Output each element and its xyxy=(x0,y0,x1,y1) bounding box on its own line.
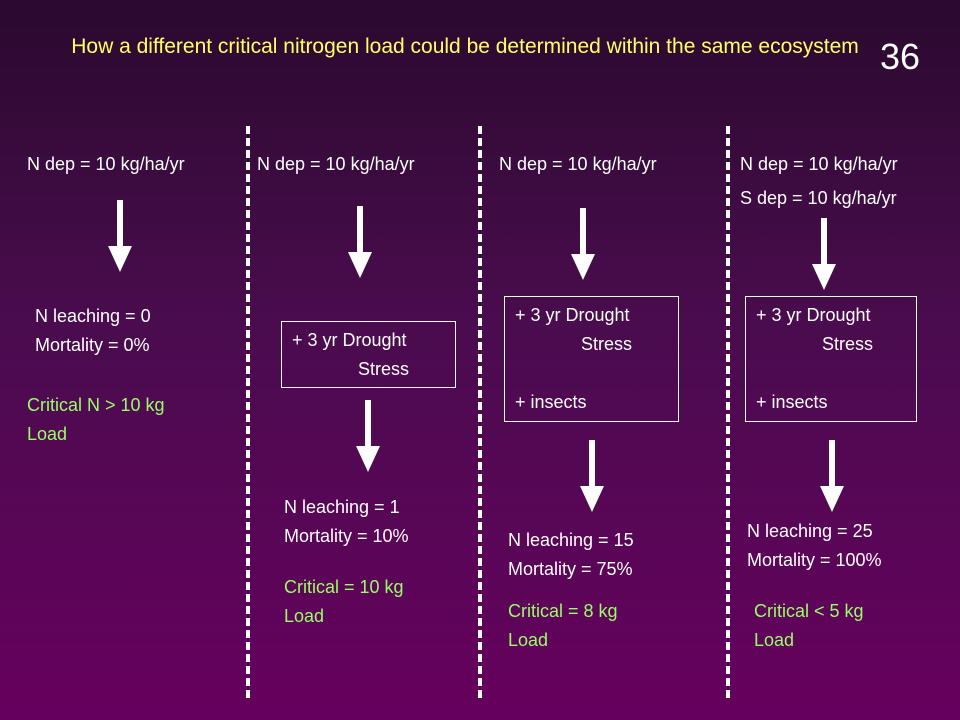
mortality-result: Mortality = 10% xyxy=(284,526,409,546)
critical-load-unit: Load xyxy=(508,630,549,650)
drought-insects-box: + 3 yr Drought Stress + insects xyxy=(504,296,679,422)
down-arrow-icon xyxy=(108,200,132,272)
n-leaching-result: N leaching = 25 xyxy=(747,521,873,541)
critical-load-unit: Load xyxy=(27,424,68,444)
drought-stress-box: + 3 yr Drought Stress xyxy=(281,321,456,388)
drought-stress-line: + 3 yr Drought xyxy=(292,330,407,350)
drought-insects-box: + 3 yr Drought Stress + insects xyxy=(745,296,917,422)
mortality-result: Mortality = 0% xyxy=(35,335,150,355)
stress-line: Stress xyxy=(358,359,410,379)
down-arrow-icon xyxy=(812,218,836,290)
n-deposition-label: N dep = 10 kg/ha/yr xyxy=(740,154,898,174)
stress-line: Stress xyxy=(581,334,633,354)
critical-load-unit: Load xyxy=(754,630,795,650)
insects-line: + insects xyxy=(756,392,828,412)
n-deposition-label: N dep = 10 kg/ha/yr xyxy=(257,154,415,174)
column-divider-1 xyxy=(246,126,250,698)
s-deposition-label: S dep = 10 kg/ha/yr xyxy=(740,188,897,208)
column-divider-3 xyxy=(726,126,730,698)
down-arrow-icon xyxy=(820,440,844,512)
mortality-result: Mortality = 75% xyxy=(508,559,633,579)
insects-line: + insects xyxy=(515,392,587,412)
critical-load-unit: Load xyxy=(284,606,325,626)
n-leaching-result: N leaching = 0 xyxy=(35,306,151,326)
critical-load-label: Critical < 5 kg xyxy=(754,601,864,621)
critical-load-label: Critical = 8 kg xyxy=(508,601,618,621)
down-arrow-icon xyxy=(571,208,595,280)
down-arrow-icon xyxy=(356,400,380,472)
n-deposition-label: N dep = 10 kg/ha/yr xyxy=(27,154,185,174)
critical-load-label: Critical = 10 kg xyxy=(284,577,404,597)
drought-stress-line: + 3 yr Drought xyxy=(515,305,630,325)
n-leaching-result: N leaching = 15 xyxy=(508,530,634,550)
down-arrow-icon xyxy=(348,206,372,278)
n-leaching-result: N leaching = 1 xyxy=(284,497,400,517)
column-divider-2 xyxy=(478,126,482,698)
down-arrow-icon xyxy=(580,440,604,512)
drought-stress-line: + 3 yr Drought xyxy=(756,305,871,325)
n-deposition-label: N dep = 10 kg/ha/yr xyxy=(499,154,657,174)
stress-line: Stress xyxy=(822,334,874,354)
critical-load-label: Critical N > 10 kg xyxy=(27,395,165,415)
slide-title: How a different critical nitrogen load c… xyxy=(71,35,859,58)
mortality-result: Mortality = 100% xyxy=(747,550,882,570)
slide-number: 36 xyxy=(880,36,921,77)
